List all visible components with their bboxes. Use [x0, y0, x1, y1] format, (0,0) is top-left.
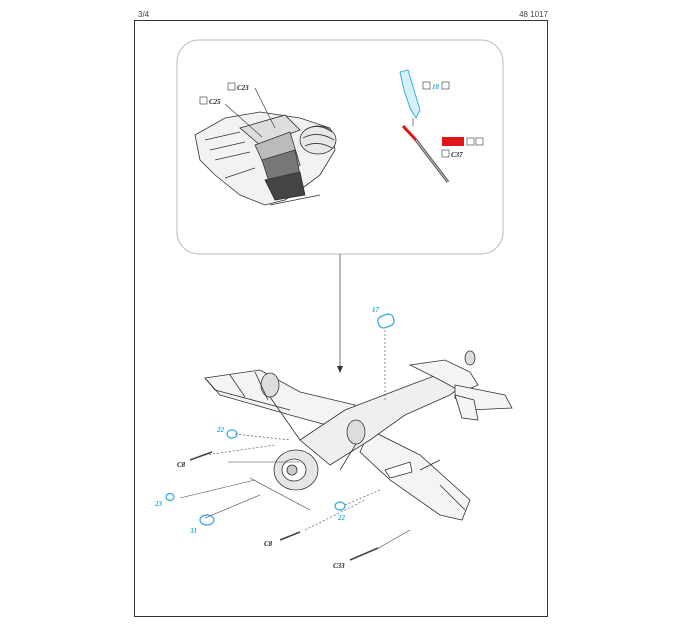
- label-23: 23: [154, 500, 163, 508]
- glue-icon: [475, 137, 484, 146]
- pe-part-22a: [226, 429, 238, 439]
- label-c8-b: C8: [264, 540, 273, 548]
- assembly-guides: [179, 330, 411, 551]
- label-22-a: 22: [216, 426, 225, 434]
- page-number: 3/4: [138, 10, 150, 19]
- glue-icon: [199, 96, 208, 105]
- pe-part-17: [377, 313, 395, 329]
- bend-icon: [466, 137, 475, 146]
- pe-part-icon: [422, 81, 431, 90]
- pe-part-31: [199, 514, 215, 526]
- detail-leaders: [224, 87, 276, 138]
- label-c23-group: C23: [227, 82, 249, 92]
- label-31: 31: [189, 527, 197, 535]
- label-c25: C25: [209, 98, 221, 106]
- pe-part-23: [165, 492, 175, 502]
- label-c37: C37: [451, 151, 463, 159]
- pe-part-22b: [334, 501, 346, 511]
- label-c23: C23: [237, 84, 249, 92]
- label-c25-group: C25: [199, 96, 221, 106]
- red-paint-swatch: [442, 137, 464, 146]
- gun-part-c37: C37: [401, 124, 484, 183]
- glue-icon: [441, 149, 450, 158]
- label-c8-a: C8: [177, 461, 186, 469]
- label-17: 17: [372, 306, 380, 314]
- glue-icon: [227, 82, 236, 91]
- kit-number: 48 1017: [519, 10, 548, 19]
- pe-part-18: 18: [399, 69, 450, 126]
- label-c33: C33: [333, 562, 345, 570]
- label-22-b: 22: [337, 514, 346, 522]
- cockpit-detail: [194, 111, 337, 206]
- label-18: 18: [432, 83, 440, 91]
- instruction-frame: [134, 20, 548, 617]
- gun-parts: [189, 451, 379, 561]
- aircraft-drawing: [204, 350, 513, 521]
- glue-icon: [441, 81, 450, 90]
